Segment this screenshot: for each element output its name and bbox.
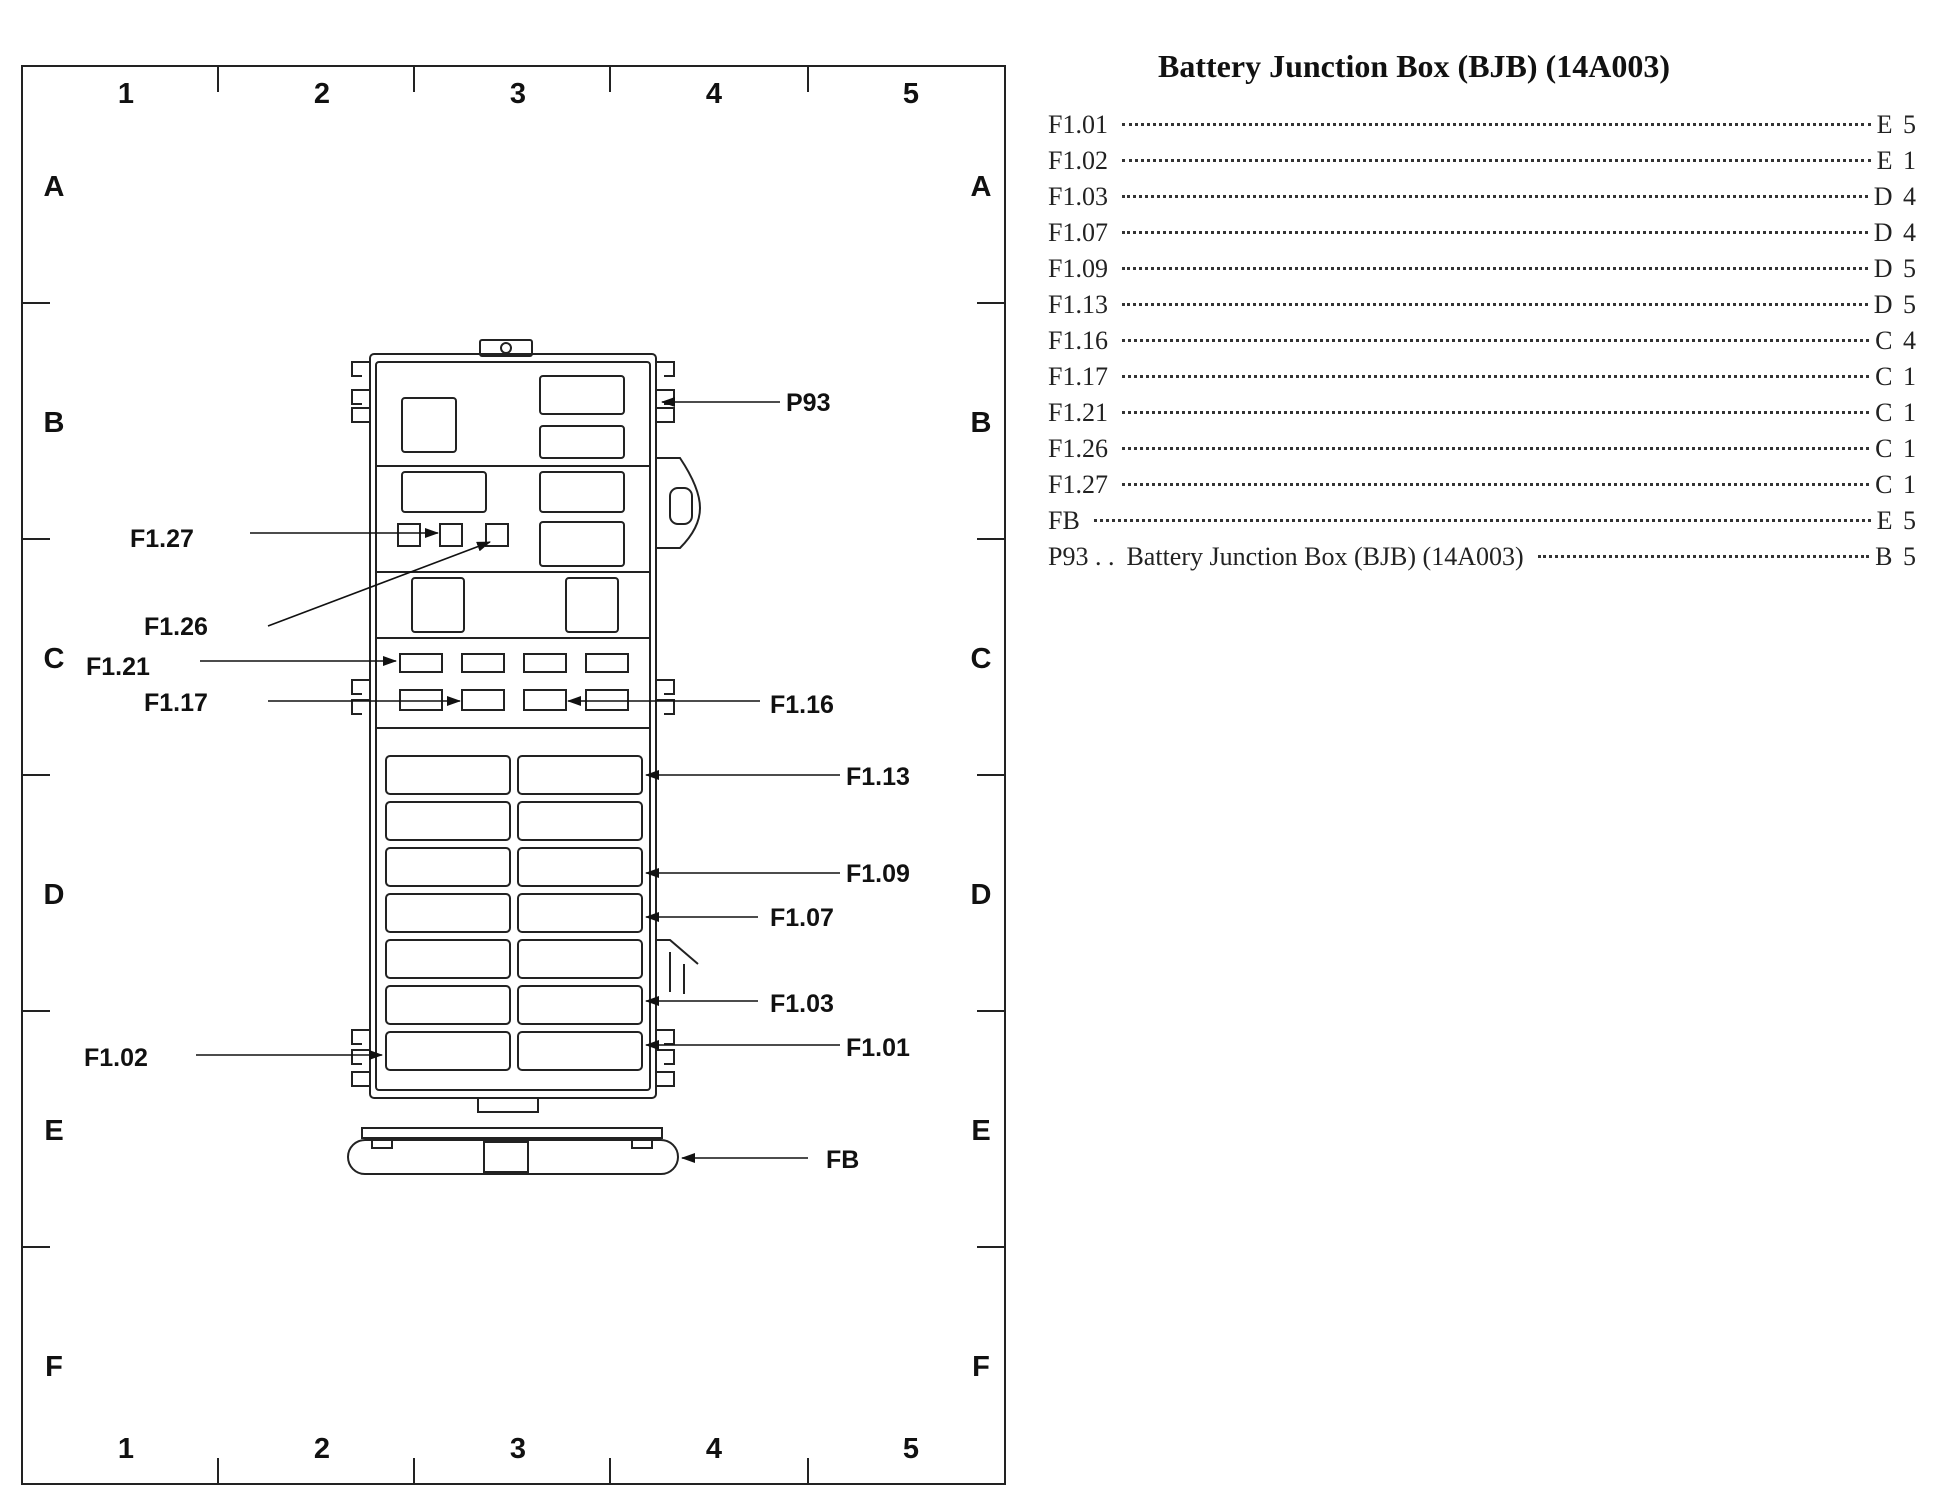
- index-row: F1.16 C 4: [1048, 323, 1918, 359]
- column-label-top-2: 2: [314, 78, 330, 110]
- row-label-right-c: C: [971, 643, 992, 675]
- index-row: F1.09 D 5: [1048, 251, 1918, 287]
- dot-leader: [1121, 339, 1870, 342]
- column-label-top-4: 4: [706, 78, 722, 110]
- index-grid-location: B 5: [1875, 542, 1918, 571]
- index-code: F1.07: [1048, 218, 1108, 247]
- index-row: F1.07 D 4: [1048, 215, 1918, 251]
- index-code: F1.02: [1048, 146, 1108, 175]
- leader-lines: [196, 397, 840, 1163]
- index-code: F1.27: [1048, 470, 1108, 499]
- dot-leader: [1537, 555, 1870, 558]
- index-grid-location: E 1: [1876, 146, 1918, 175]
- dot-leader: [1121, 447, 1870, 450]
- row-label-left-c: C: [44, 643, 65, 675]
- callout-f1-09: F1.09: [846, 860, 910, 888]
- index-grid-location: C 1: [1875, 398, 1918, 427]
- index-code: F1.01: [1048, 110, 1108, 139]
- callout-f1-13: F1.13: [846, 763, 910, 791]
- dot-leader: [1121, 267, 1868, 270]
- index-grid-location: C 1: [1875, 470, 1918, 499]
- dot-leader: [1121, 231, 1868, 234]
- dot-leader: [1121, 195, 1868, 198]
- index-grid-location: D 4: [1873, 182, 1918, 211]
- dot-leader: [1093, 519, 1871, 522]
- index-code: F1.03: [1048, 182, 1108, 211]
- index-row: F1.17 C 1: [1048, 359, 1918, 395]
- index-list: F1.01 E 5 F1.02 E 1 F1.03 D 4 F1.07 D 4 F1.09 D 5…: [1048, 107, 1918, 575]
- index-grid-location: E 5: [1876, 506, 1918, 535]
- row-label-left-d: D: [44, 879, 65, 911]
- index-row: FB E 5: [1048, 503, 1918, 539]
- grid-diagram: 1 2 3 4 5 1 2 3 4 5 A B C D E F A B C D …: [21, 65, 1006, 1485]
- dot-leader: [1121, 123, 1871, 126]
- callout-f1-17: F1.17: [144, 689, 208, 717]
- index-row: F1.26 C 1: [1048, 431, 1918, 467]
- index-code: F1.26: [1048, 434, 1108, 463]
- column-label-bottom-5: 5: [903, 1433, 919, 1465]
- row-label-left-a: A: [44, 171, 65, 203]
- row-label-left-b: B: [44, 407, 65, 439]
- column-label-top-5: 5: [903, 78, 919, 110]
- index-grid-location: D 4: [1873, 218, 1918, 247]
- row-ticks: [22, 302, 1005, 1248]
- row-label-right-a: A: [971, 171, 992, 203]
- index-row: F1.13 D 5: [1048, 287, 1918, 323]
- index-row: F1.03 D 4: [1048, 179, 1918, 215]
- index-grid-location: D 5: [1873, 290, 1918, 319]
- index-code: F1.13: [1048, 290, 1108, 319]
- row-label-right-d: D: [971, 879, 992, 911]
- index-code: FB: [1048, 506, 1080, 535]
- callout-f1-27: F1.27: [130, 525, 194, 553]
- dot-leader: [1121, 411, 1870, 414]
- callout-p93: P93: [786, 389, 830, 417]
- callout-f1-26: F1.26: [144, 613, 208, 641]
- component-index: Battery Junction Box (BJB) (14A003) F1.0…: [1048, 48, 1918, 575]
- index-grid-location: C 4: [1875, 326, 1918, 355]
- column-label-bottom-3: 3: [510, 1433, 526, 1465]
- callout-f1-01: F1.01: [846, 1034, 910, 1062]
- column-label-top-3: 3: [510, 78, 526, 110]
- index-row: P93 . . Battery Junction Box (BJB) (14A00…: [1048, 539, 1918, 575]
- callout-f1-16: F1.16: [770, 691, 834, 719]
- index-code: P93 . .: [1048, 542, 1115, 571]
- callout-f1-03: F1.03: [770, 990, 834, 1018]
- index-code: F1.21: [1048, 398, 1108, 427]
- callout-f1-07: F1.07: [770, 904, 834, 932]
- callout-fb: FB: [826, 1146, 859, 1174]
- index-grid-location: C 1: [1875, 362, 1918, 391]
- index-row: F1.02 E 1: [1048, 143, 1918, 179]
- index-code: F1.09: [1048, 254, 1108, 283]
- index-grid-location: D 5: [1873, 254, 1918, 283]
- index-row: F1.01 E 5: [1048, 107, 1918, 143]
- column-label-top-1: 1: [118, 78, 134, 110]
- column-label-bottom-1: 1: [118, 1433, 134, 1465]
- index-description: Battery Junction Box (BJB) (14A003): [1126, 542, 1524, 571]
- column-label-bottom-4: 4: [706, 1433, 722, 1465]
- index-grid-location: C 1: [1875, 434, 1918, 463]
- row-label-right-e: E: [971, 1115, 990, 1147]
- column-ticks: [217, 66, 809, 1484]
- dot-leader: [1121, 483, 1870, 486]
- row-label-right-f: F: [972, 1351, 990, 1383]
- dot-leader: [1121, 159, 1871, 162]
- row-label-left-e: E: [44, 1115, 63, 1147]
- row-label-right-b: B: [971, 407, 992, 439]
- index-code: F1.16: [1048, 326, 1108, 355]
- index-row: F1.27 C 1: [1048, 467, 1918, 503]
- junction-box: [347, 339, 702, 1175]
- index-title: Battery Junction Box (BJB) (14A003): [1158, 48, 1670, 84]
- index-grid-location: E 5: [1876, 110, 1918, 139]
- dot-leader: [1121, 375, 1870, 378]
- dot-leader: [1121, 303, 1868, 306]
- row-label-left-f: F: [45, 1351, 63, 1383]
- callout-f1-21: F1.21: [86, 653, 150, 681]
- index-row: F1.21 C 1: [1048, 395, 1918, 431]
- callout-f1-02: F1.02: [84, 1044, 148, 1072]
- column-label-bottom-2: 2: [314, 1433, 330, 1465]
- index-code: F1.17: [1048, 362, 1108, 391]
